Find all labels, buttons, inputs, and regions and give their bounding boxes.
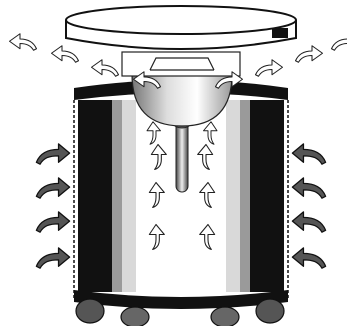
exhaust-arrow-icon [8,33,38,51]
left-filter-panel [73,100,136,298]
intake-arrow-icon [291,211,327,233]
intake-arrow-icon [291,143,327,165]
caster-wheels [75,298,285,326]
exhaust-arrow-icon [330,33,347,51]
right-intake-arrows [291,143,327,269]
intake-arrow-icon [291,247,327,269]
exhaust-arrow-icon [50,45,80,63]
intake-arrow-icon [35,211,71,233]
exhaust-arrow-icon [294,45,324,63]
left-intake-arrows [35,143,71,269]
intake-arrow-icon [35,143,71,165]
intake-arrow-icon [35,247,71,269]
right-filter-panel [226,100,289,298]
top-lid [65,5,297,50]
exhaust-arrow-icon [90,59,120,77]
uv-lamp-tube [173,117,191,193]
intake-arrow-icon [291,177,327,199]
exhaust-arrow-icon [254,59,284,77]
intake-arrow-icon [35,177,71,199]
